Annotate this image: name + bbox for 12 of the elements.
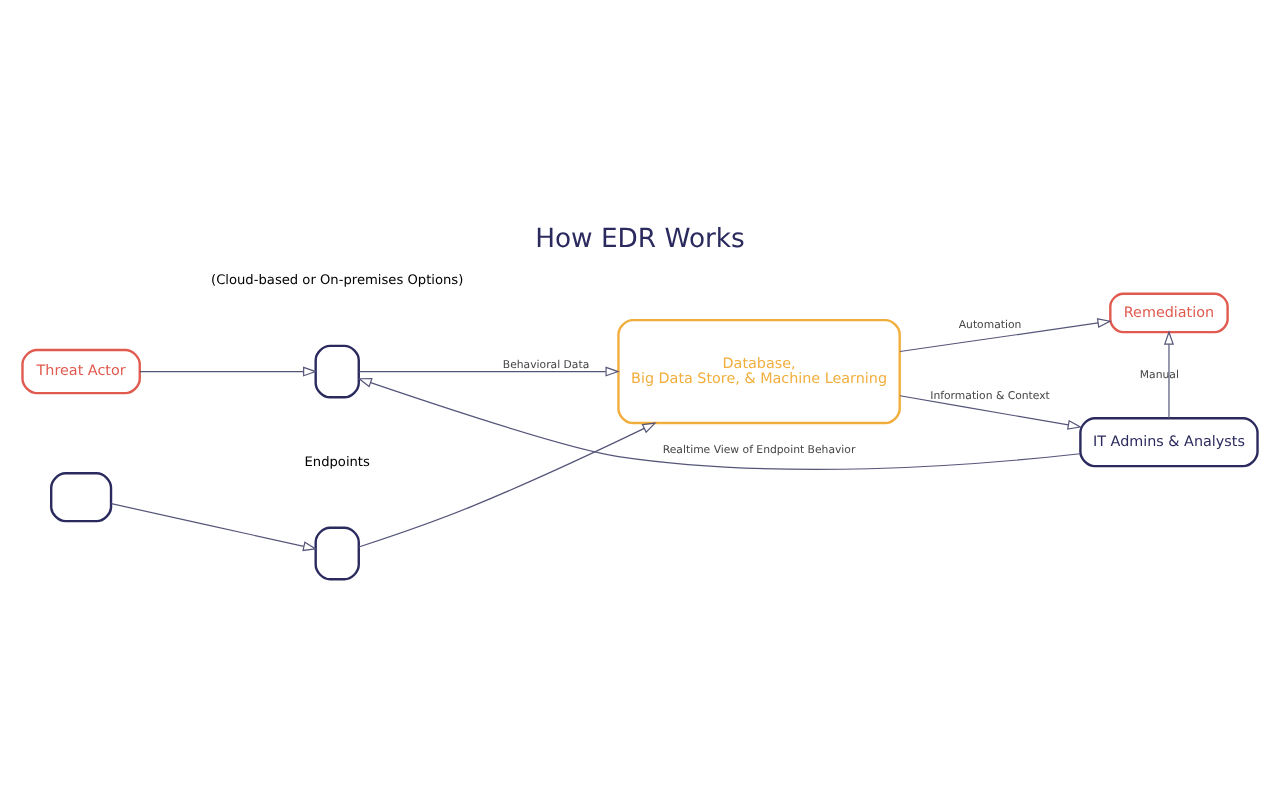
arrow: [899, 395, 1082, 430]
arrow: [139, 366, 318, 377]
node-box: [314, 526, 360, 581]
node-box: [50, 472, 113, 523]
diagram-title: How EDR Works: [535, 224, 745, 255]
arrow: [358, 422, 657, 548]
arrow: [1163, 330, 1174, 419]
arrow: [110, 503, 318, 552]
arrow: [357, 378, 1081, 470]
arrow: [899, 318, 1112, 353]
node-box: [314, 344, 360, 399]
arrow: [358, 366, 620, 377]
